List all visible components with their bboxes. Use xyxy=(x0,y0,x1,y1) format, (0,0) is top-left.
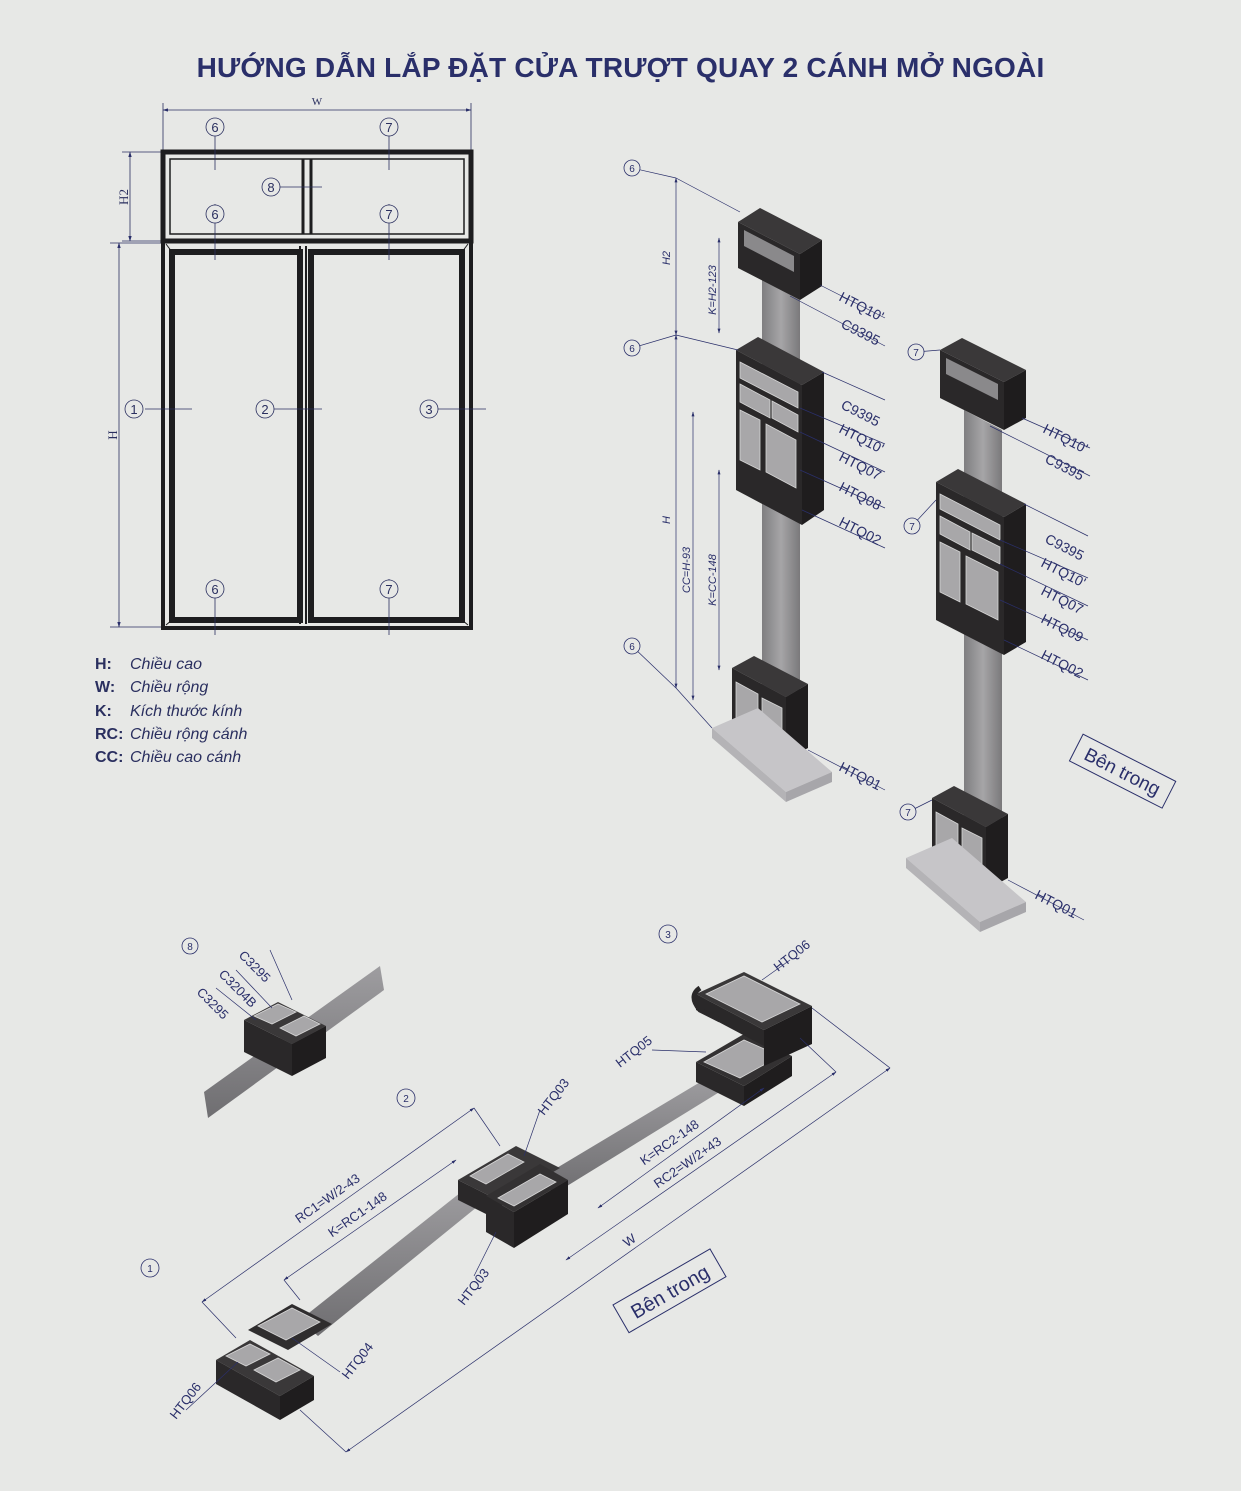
marker-label: 6 xyxy=(629,642,635,653)
part-label: HTQ05 xyxy=(613,1033,655,1071)
legend-row: H: Chiều cao xyxy=(95,656,247,679)
marker-label: 7 xyxy=(385,120,392,135)
front-elevation: W H2 H xyxy=(105,96,486,635)
marker-label: 2 xyxy=(403,1094,409,1105)
section-marker-8 xyxy=(261,177,281,197)
marker-label: 7 xyxy=(385,582,392,597)
section-marker-2 xyxy=(255,399,275,419)
section-marker-7 xyxy=(379,204,399,224)
section-marker-1 xyxy=(124,399,144,419)
marker-label: 6 xyxy=(211,582,218,597)
marker-label: 7 xyxy=(385,207,392,222)
part-label: HTQ08 xyxy=(837,478,885,513)
marker-label: 8 xyxy=(187,942,193,953)
legend-key: CC: xyxy=(95,749,124,767)
section-marker-6 xyxy=(205,117,225,137)
legend-key: H: xyxy=(95,656,112,673)
part-label: HTQ04 xyxy=(339,1340,377,1382)
part-label: HTQ06 xyxy=(771,937,813,975)
dim-h-label: H xyxy=(105,430,120,439)
marker-label: 6 xyxy=(629,164,635,175)
legend-row: CC: Chiều cao cánh xyxy=(95,749,247,772)
marker-label: 6 xyxy=(629,344,635,355)
dim-label: K=CC-148 xyxy=(707,553,719,606)
legend-text: Chiều rộng cánh xyxy=(130,725,248,743)
dim-label: K=H2-123 xyxy=(707,264,719,315)
part-label: HTQ03 xyxy=(535,1076,573,1118)
legend-text: Chiều rộng xyxy=(130,679,209,697)
marker-label: 6 xyxy=(211,207,218,222)
marker-label: 7 xyxy=(913,348,919,359)
marker-label: 7 xyxy=(909,522,915,533)
inside-label-box: Bên trong xyxy=(1068,733,1177,809)
part-label: C3295 xyxy=(236,948,274,986)
marker-label: 3 xyxy=(665,930,671,941)
legend-row: W: Chiều rộng xyxy=(95,679,247,702)
legend-key: K: xyxy=(95,702,112,720)
part-label: C9395 xyxy=(1043,450,1087,483)
section-marker-6 xyxy=(205,204,225,224)
part-label: HTQ06 xyxy=(167,1380,205,1422)
dim-label: H xyxy=(661,516,673,524)
dim-w-label: W xyxy=(312,96,323,108)
dim-label: H2 xyxy=(661,251,673,265)
part-label: HTQ02 xyxy=(837,513,885,548)
marker-label: 7 xyxy=(905,808,911,819)
marker-label: 2 xyxy=(261,402,268,417)
part-label: HTQ01 xyxy=(1033,886,1081,921)
legend-row: K: Kích thước kính xyxy=(95,703,247,726)
legend-key: W: xyxy=(95,679,116,697)
vertical-section-6: 6 6 6 H2 K=H2-123 H CC=H-93 K=CC-148 HTQ… xyxy=(623,159,886,802)
legend-row: RC: Chiều rộng cánh xyxy=(95,726,247,749)
marker-label: 1 xyxy=(130,402,137,417)
section-marker-6 xyxy=(205,579,225,599)
legend-text: Chiều cao cánh xyxy=(130,749,242,767)
marker-label: 8 xyxy=(267,180,274,195)
dim-h2-label: H2 xyxy=(116,189,131,205)
marker-label: 1 xyxy=(147,1264,153,1275)
vertical-section-7: 7 7 7 HTQ10' C9395 C9395 HTQ10' HTQ07 HT… xyxy=(899,338,1177,932)
marker-label: 6 xyxy=(211,120,218,135)
part-label: HTQ01 xyxy=(837,758,885,793)
mullion-section-8: 8 C3295 C3204B C3295 xyxy=(181,937,384,1118)
section-marker-7 xyxy=(379,579,399,599)
part-label: HTQ10' xyxy=(1041,420,1091,456)
marker-label: 3 xyxy=(425,402,432,417)
page-title: HƯỚNG DẪN LẮP ĐẶT CỬA TRƯỢT QUAY 2 CÁNH … xyxy=(196,52,1045,83)
section-marker-3 xyxy=(419,399,439,419)
section-marker-7 xyxy=(379,117,399,137)
inside-label-box: Bên trong xyxy=(612,1248,727,1334)
part-label: HTQ03 xyxy=(455,1266,493,1308)
legend-text: Kích thước kính xyxy=(130,702,243,720)
inside-label: Bên trong xyxy=(627,1261,713,1323)
part-label: C3295 xyxy=(194,985,232,1023)
legend-key: RC: xyxy=(95,725,124,743)
part-label: HTQ02 xyxy=(1039,646,1087,681)
legend-text: Chiều cao xyxy=(130,656,203,673)
abbreviation-legend: H: Chiều cao W: Chiều rộng K: Kích thước kí… xyxy=(95,656,247,772)
dim-label: CC=H-93 xyxy=(681,546,693,593)
